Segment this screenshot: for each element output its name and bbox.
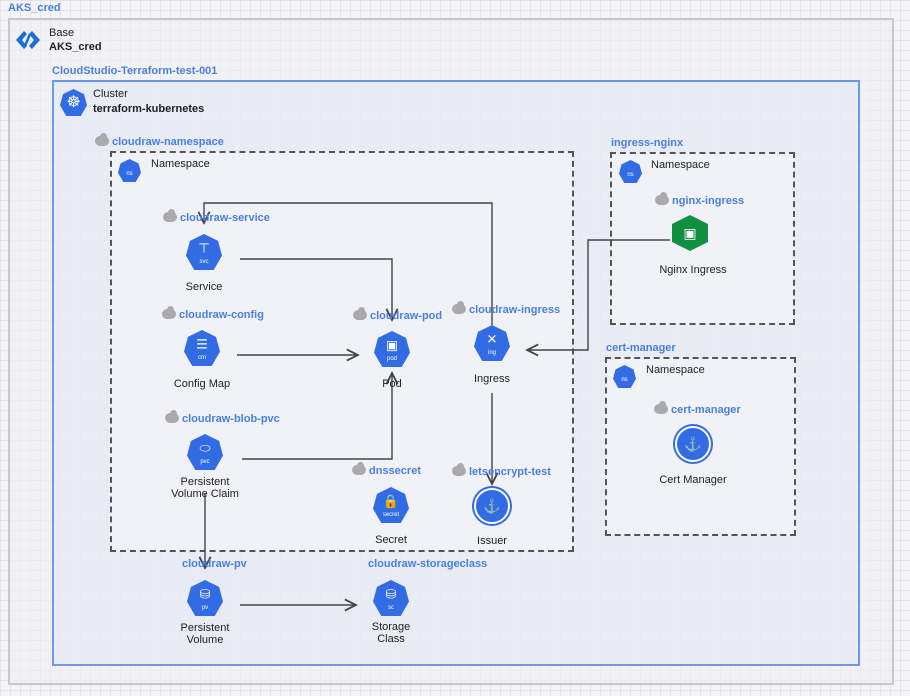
namespace-icon: ns (619, 160, 642, 183)
cloud-icon (95, 133, 109, 146)
resource-name-sc[interactable]: cloudraw-storageclass (368, 558, 487, 570)
resource-type-label: Config Map (173, 378, 231, 390)
pvc-icon[interactable]: ⬭pvc (187, 434, 223, 470)
resource-name-ingress[interactable]: cloudraw-ingress (452, 301, 561, 316)
resource-name-text: nginx-ingress (672, 195, 745, 207)
resource-type-label: Persistent Volume (180, 622, 230, 646)
secret-icon[interactable]: 🔒secret (373, 487, 409, 523)
resource-name-nginx[interactable]: nginx-ingress (655, 192, 745, 207)
cert-manager-helm-icon[interactable]: ⚓ (675, 426, 711, 462)
nginx-ingress-helm-icon[interactable]: ▣ (672, 215, 708, 251)
resource-name-pvc[interactable]: cloudraw-blob-pvc (165, 410, 280, 425)
resource-type-label: Secret (375, 534, 407, 546)
cloud-icon (162, 306, 176, 319)
resource-name-text: cloudraw-service (180, 212, 270, 224)
resource-name-text: cloudraw-pod (370, 310, 443, 322)
config-icon[interactable]: ☰cm (184, 330, 220, 366)
edge-service-to-pod[interactable] (240, 258, 392, 320)
namespace-icon: ns (613, 365, 636, 388)
resource-type-label: Persistent Volume Claim (171, 476, 239, 500)
edge-nginx-to-ingress[interactable] (527, 239, 670, 350)
cloud-icon (165, 410, 179, 423)
cloud-icon (352, 462, 366, 475)
resource-type-label: Issuer (477, 535, 507, 547)
resource-type-label: Storage Class (371, 621, 411, 645)
pv-icon[interactable]: ⛁pv (187, 580, 223, 616)
azure-icon (14, 29, 42, 51)
namespace-type: Namespace (651, 159, 710, 171)
resource-name-text: cloudraw-ingress (469, 304, 561, 316)
namespace-type: Namespace (151, 158, 210, 170)
cloud-icon (655, 192, 669, 205)
resource-name-text: cloudraw-pv (182, 558, 247, 570)
resource-name-config[interactable]: cloudraw-config (162, 306, 264, 321)
issuer-icon[interactable]: ⚓ (474, 488, 510, 524)
resource-type-label: Nginx Ingress (659, 264, 727, 276)
cloud-icon (452, 463, 466, 476)
resource-name-service[interactable]: cloudraw-service (163, 209, 270, 224)
resource-name-secret[interactable]: dnssecret (352, 462, 421, 477)
credential-group-label[interactable]: AKS_cred (8, 2, 61, 14)
resource-name-pod[interactable]: cloudraw-pod (353, 307, 443, 322)
resource-name-text: cloudraw-config (179, 309, 264, 321)
cluster-name: terraform-kubernetes (93, 103, 205, 115)
resource-name-issuer[interactable]: letsencrypt-test (452, 463, 551, 478)
resource-name-text: letsencrypt-test (469, 466, 551, 478)
resource-type-label: Cert Manager (659, 474, 727, 486)
resource-name-text: dnssecret (369, 465, 421, 477)
resource-name-pv[interactable]: cloudraw-pv (182, 558, 247, 570)
namespace-label-cloudraw[interactable]: cloudraw-namespace (95, 133, 224, 148)
resource-name-text: cloudraw-storageclass (368, 558, 488, 570)
resource-name-certmgr[interactable]: cert-manager (654, 401, 741, 416)
cluster-type: Cluster (93, 88, 128, 100)
cloud-icon (452, 301, 466, 314)
credential-name: AKS_cred (49, 41, 102, 53)
namespace-label-cert-manager[interactable]: cert-manager (606, 342, 676, 354)
cloud-icon (654, 401, 668, 414)
resource-name-text: cert-manager (671, 404, 741, 416)
kubernetes-helm-icon: ☸ (60, 89, 87, 116)
credential-type: Base (49, 27, 75, 39)
namespace-type: Namespace (646, 364, 705, 376)
service-icon[interactable]: ⊤svc (186, 234, 222, 270)
resource-type-label: Ingress (473, 373, 511, 385)
edge-pvc-to-pod[interactable] (242, 373, 392, 460)
resource-type-label: Pod (382, 378, 402, 390)
resource-type-label: Service (185, 281, 223, 293)
cloud-icon (163, 209, 177, 222)
ingress-icon[interactable]: ✕ing (474, 325, 510, 361)
pod-icon[interactable]: ▣pod (374, 331, 410, 367)
namespace-label-ingress-nginx[interactable]: ingress-nginx (611, 137, 684, 149)
sc-icon[interactable]: ⛁sc (373, 580, 409, 616)
subscription-label[interactable]: CloudStudio-Terraform-test-001 (52, 65, 218, 77)
cloud-icon (353, 307, 367, 320)
resource-name-text: cloudraw-blob-pvc (182, 413, 280, 425)
edge-ingress-to-service[interactable] (204, 202, 493, 325)
namespace-name: cloudraw-namespace (112, 136, 224, 148)
namespace-icon: ns (118, 159, 141, 182)
